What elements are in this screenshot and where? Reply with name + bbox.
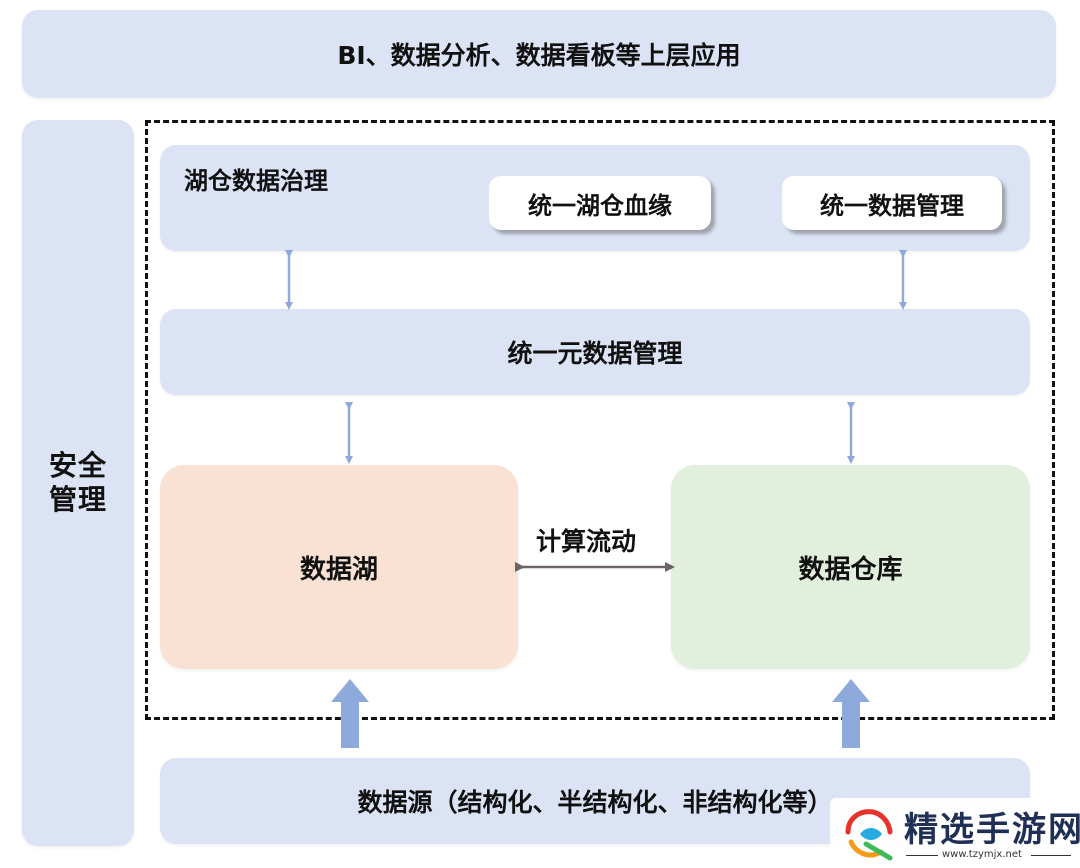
unified-metadata-layer: 统一元数据管理 [160, 309, 1030, 395]
watermark-line-left [906, 855, 938, 856]
governance-title: 湖仓数据治理 [184, 167, 328, 195]
unified-lineage-card: 统一湖仓血缘 [489, 176, 711, 230]
security-label-line-1: 安全 [48, 449, 107, 482]
upper-applications-label: BI、数据分析、数据看板等上层应用 [337, 41, 741, 70]
site-watermark: 精选手游网 www.tzymjx.net [830, 798, 1080, 866]
data-warehouse-label: 数据仓库 [798, 554, 903, 585]
upper-applications-layer: BI、数据分析、数据看板等上层应用 [22, 10, 1056, 98]
data-lake-label: 数据湖 [299, 554, 378, 585]
data-lake-box: 数据湖 [160, 465, 518, 669]
watermark-brand: 精选手游网 [904, 810, 1080, 850]
unified-data-management-card: 统一数据管理 [782, 176, 1002, 230]
watermark-logo-icon [845, 809, 893, 861]
data-warehouse-box: 数据仓库 [671, 465, 1030, 669]
watermark-line-right [1031, 855, 1071, 856]
lakehouse-boundary [145, 120, 1055, 720]
security-management-panel: 安全 管理 [22, 120, 134, 846]
unified-lineage-label: 统一湖仓血缘 [528, 191, 672, 220]
security-management-label: 安全 管理 [46, 449, 110, 517]
security-label-line-2: 管理 [48, 483, 107, 516]
compute-flow-label: 计算流动 [536, 527, 637, 556]
unified-metadata-label: 统一元数据管理 [507, 339, 683, 368]
watermark-url: www.tzymjx.net [942, 849, 1022, 860]
data-sources-label: 数据源（结构化、半结构化、非结构化等） [357, 788, 833, 817]
unified-data-management-label: 统一数据管理 [820, 191, 964, 220]
